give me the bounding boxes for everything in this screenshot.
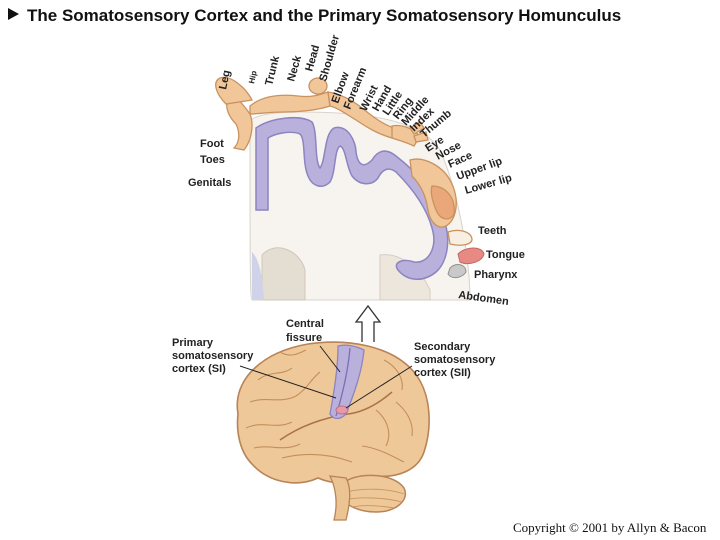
homunculus-tongue (457, 247, 485, 265)
label-central-fissure-1: Central (286, 318, 324, 330)
label-head: Head (303, 44, 322, 73)
lateral-brain (236, 341, 430, 521)
secondary-somatosensory-area (335, 405, 349, 415)
label-secondary-1: Secondary (414, 341, 471, 353)
primary-somatosensory-strip (329, 344, 365, 420)
label-central-fissure-2: fissure (286, 332, 322, 344)
label-teeth: Teeth (478, 225, 507, 237)
cortex-ribbon (255, 116, 449, 280)
section-arrow (354, 304, 382, 342)
homunculus-trunk (249, 91, 331, 115)
homunculus-pharynx (447, 264, 467, 279)
label-secondary-3: cortex (SII) (414, 367, 471, 379)
label-primary-1: Primary (172, 337, 214, 349)
homunculus-teeth (447, 229, 473, 246)
label-genitals: Genitals (188, 177, 231, 189)
homunculus-foot (215, 76, 253, 105)
label-leg: Leg (217, 69, 233, 91)
callout-lines (239, 345, 413, 409)
page-title: The Somatosensory Cortex and the Primary… (8, 6, 621, 26)
label-secondary-2: somatosensory (414, 354, 496, 366)
bullet-triangle-icon (8, 8, 19, 20)
homunculus-figure (215, 76, 473, 246)
homunculus-leg (226, 96, 253, 151)
label-pharynx: Pharynx (474, 269, 518, 281)
label-foot: Foot (200, 138, 224, 150)
label-tongue: Tongue (486, 249, 525, 261)
label-toes: Toes (200, 154, 225, 166)
lateral-fissure (279, 391, 393, 441)
label-primary-3: cortex (SI) (172, 363, 226, 375)
label-abdomen: Abdomen (458, 289, 510, 308)
label-trunk: Trunk (263, 54, 282, 87)
brainstem (328, 475, 351, 521)
label-neck: Neck (285, 53, 304, 82)
copyright-notice: Copyright © 2001 by Allyn & Bacon (513, 520, 707, 535)
label-hip: Hip (247, 70, 259, 85)
brain-labels: Central fissure Primary somatosensory co… (172, 318, 496, 379)
page-title-text: The Somatosensory Cortex and the Primary… (27, 6, 622, 25)
homunculus-lips (430, 185, 455, 220)
label-primary-2: somatosensory (172, 350, 254, 362)
homunculus-fingers (409, 121, 429, 143)
homunculus-head (308, 77, 328, 95)
